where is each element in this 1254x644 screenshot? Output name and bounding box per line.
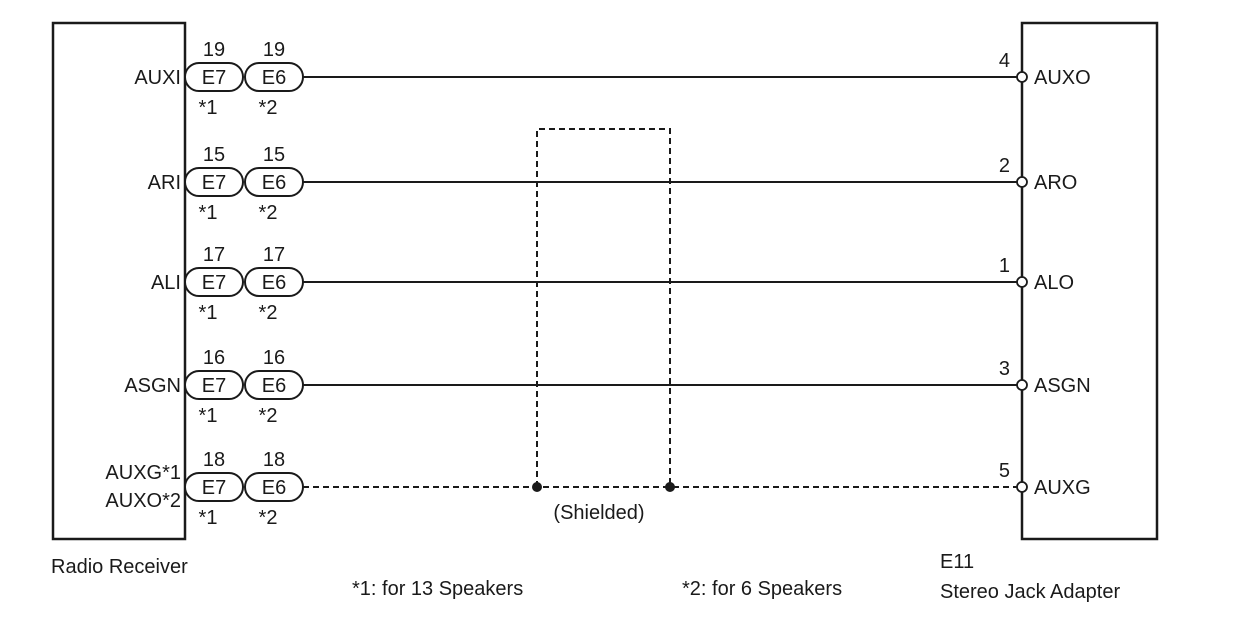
pin-number-e6: 15	[263, 144, 285, 166]
shield-junction-dot-right	[665, 482, 675, 492]
connector-e6-code: E6	[262, 477, 286, 499]
jack-pin-terminal-5	[1016, 481, 1028, 493]
shield-junction-dot-left	[532, 482, 542, 492]
connector-e6-row-4	[244, 370, 304, 400]
jack-signal-label: AUXG	[1034, 477, 1091, 499]
connector-note-e7: *1	[199, 405, 218, 427]
jack-pin-number: 5	[999, 460, 1010, 482]
connector-e7-code: E7	[202, 272, 226, 294]
connector-note-e7: *1	[199, 302, 218, 324]
pin-number-e7: 17	[203, 244, 225, 266]
connector-e6-code: E6	[262, 272, 286, 294]
receiver-signal-label: AUXI	[134, 67, 181, 89]
connector-e7-code: E7	[202, 67, 226, 89]
pin-number-e6: 16	[263, 347, 285, 369]
connector-e7-row-3	[184, 267, 244, 297]
stereo-jack-adapter-box	[1020, 21, 1159, 541]
jack-signal-label: ALO	[1034, 272, 1074, 294]
receiver-signal-label: AUXG*1	[105, 462, 181, 484]
stereo-jack-adapter-code: E11	[940, 551, 974, 573]
connector-note-e6: *2	[259, 302, 278, 324]
radio-receiver-box	[51, 21, 187, 541]
shield-outline	[536, 128, 671, 487]
pin-number-e7: 19	[203, 39, 225, 61]
connector-e7-code: E7	[202, 172, 226, 194]
shield-label: (Shielded)	[553, 502, 644, 524]
jack-pin-terminal-3	[1016, 379, 1028, 391]
note-13-speakers: *1: for 13 Speakers	[352, 578, 523, 600]
pin-number-e6: 17	[263, 244, 285, 266]
connector-e6-row-1	[244, 62, 304, 92]
jack-pin-terminal-1	[1016, 276, 1028, 288]
jack-pin-number: 2	[999, 155, 1010, 177]
receiver-signal-label: ALI	[151, 272, 181, 294]
connector-e6-code: E6	[262, 172, 286, 194]
connector-note-e6: *2	[259, 97, 278, 119]
receiver-signal-label: ASGN	[124, 375, 181, 397]
connector-note-e6: *2	[259, 202, 278, 224]
connector-e7-row-2	[184, 167, 244, 197]
receiver-signal-label: AUXO*2	[105, 490, 181, 512]
radio-receiver-label: Radio Receiver	[51, 556, 188, 578]
connector-e7-row-5	[184, 472, 244, 502]
pin-number-e7: 16	[203, 347, 225, 369]
connector-e6-row-3	[244, 267, 304, 297]
connector-e6-row-2	[244, 167, 304, 197]
pin-number-e6: 18	[263, 449, 285, 471]
pin-number-e6: 19	[263, 39, 285, 61]
connector-note-e7: *1	[199, 202, 218, 224]
note-6-speakers: *2: for 6 Speakers	[682, 578, 842, 600]
jack-signal-label: AUXO	[1034, 67, 1091, 89]
jack-signal-label: ASGN	[1034, 375, 1091, 397]
connector-e6-code: E6	[262, 375, 286, 397]
jack-pin-terminal-2	[1016, 176, 1028, 188]
stereo-jack-adapter-label: Stereo Jack Adapter	[940, 581, 1120, 603]
jack-pin-number: 3	[999, 358, 1010, 380]
jack-pin-number: 1	[999, 255, 1010, 277]
connector-note-e7: *1	[199, 507, 218, 529]
connector-e7-code: E7	[202, 477, 226, 499]
connector-note-e6: *2	[259, 507, 278, 529]
connector-e7-row-1	[184, 62, 244, 92]
pin-number-e7: 15	[203, 144, 225, 166]
pin-number-e7: 18	[203, 449, 225, 471]
connector-e7-row-4	[184, 370, 244, 400]
connector-note-e6: *2	[259, 405, 278, 427]
jack-pin-terminal-4	[1016, 71, 1028, 83]
connector-e6-code: E6	[262, 67, 286, 89]
jack-pin-number: 4	[999, 50, 1010, 72]
receiver-signal-label: ARI	[148, 172, 181, 194]
connector-e7-code: E7	[202, 375, 226, 397]
connector-note-e7: *1	[199, 97, 218, 119]
jack-signal-label: ARO	[1034, 172, 1077, 194]
connector-e6-row-5	[244, 472, 304, 502]
